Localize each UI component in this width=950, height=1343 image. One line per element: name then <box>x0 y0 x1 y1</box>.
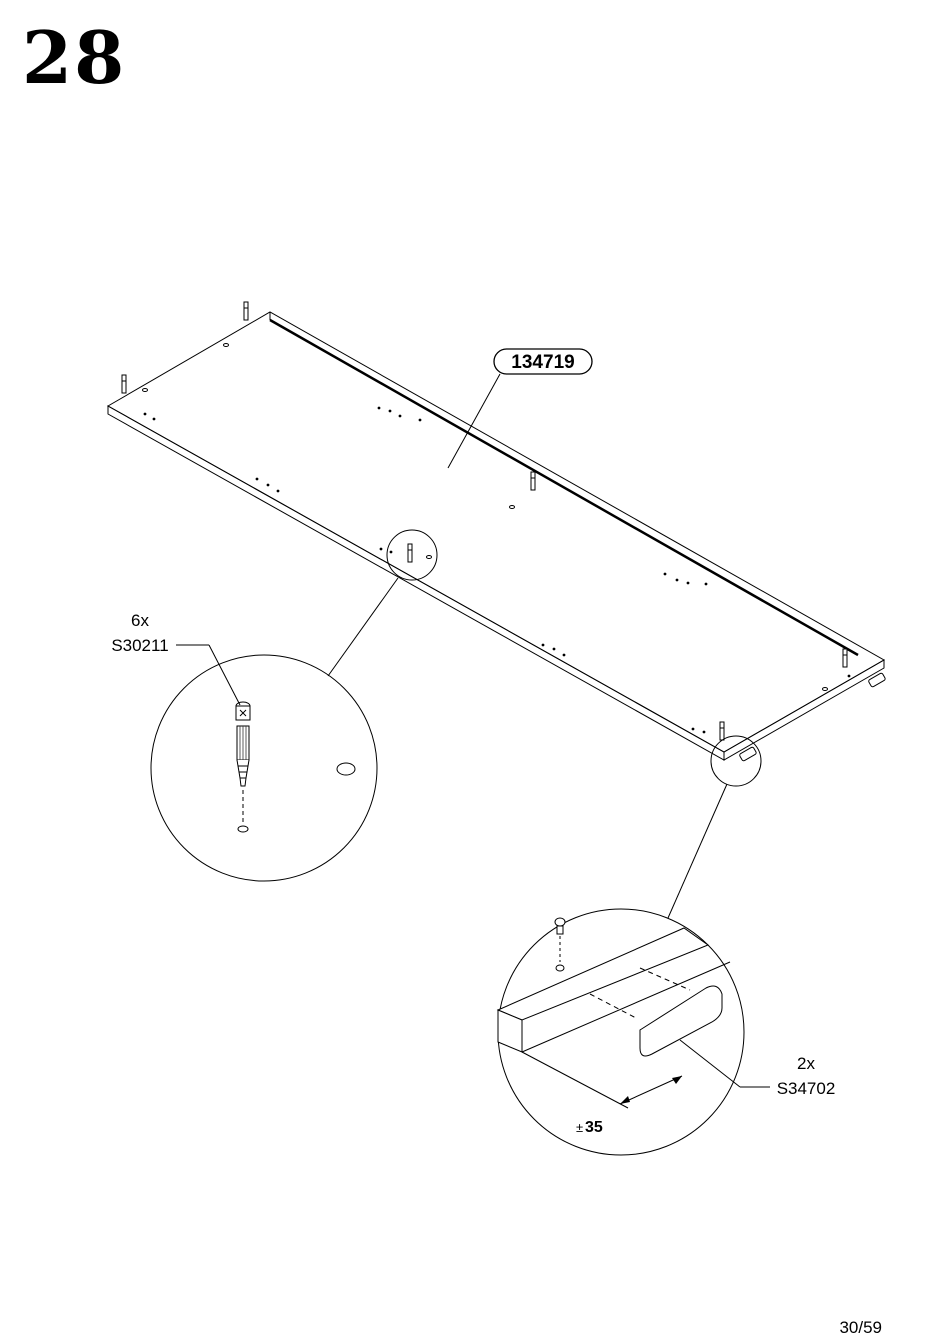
dowel-icon <box>236 702 250 832</box>
dowel-pin <box>408 544 412 562</box>
dowel-pin <box>244 302 248 320</box>
dowel-pin <box>843 649 847 667</box>
dowel-quantity: 6x <box>131 611 149 630</box>
detail-connector: ± 35 2x S34702 <box>498 736 835 1155</box>
detail-dowel: 6x S30211 <box>111 530 437 881</box>
dowel-pin <box>531 472 535 490</box>
dimension-value: 35 <box>585 1119 603 1136</box>
hole-icon <box>337 763 355 775</box>
part-label-134719: 134719 <box>448 349 592 468</box>
dowel-pin <box>720 722 724 740</box>
dowel-pins <box>122 302 847 740</box>
panel-134719 <box>108 312 884 760</box>
connector-quantity: 2x <box>797 1054 815 1073</box>
dimension-prefix: ± <box>576 1120 583 1135</box>
dowel-icon <box>555 918 565 971</box>
panel-holes <box>143 344 851 734</box>
connector-part-code: S34702 <box>777 1079 836 1098</box>
dowel-pin <box>122 375 126 393</box>
dimension-line <box>522 1052 682 1108</box>
dowel-part-code: S30211 <box>111 636 168 655</box>
edge-connectors <box>739 673 886 762</box>
part-id-text: 134719 <box>511 352 574 373</box>
page-number: 30/59 <box>839 1318 882 1338</box>
